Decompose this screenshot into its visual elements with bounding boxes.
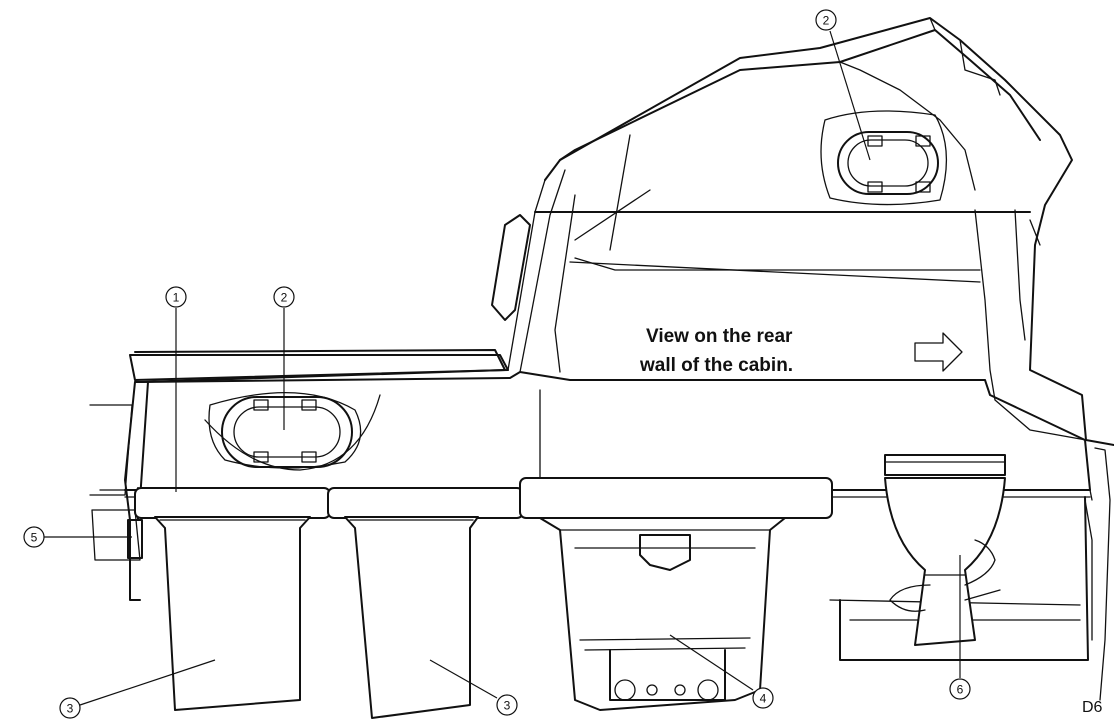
pocket-left — [154, 516, 311, 711]
svg-text:3: 3 — [504, 699, 511, 713]
callout-2-upper: 2 — [815, 9, 837, 31]
caption-line-2: wall of the cabin. — [639, 355, 793, 376]
callout-2-lower: 2 — [273, 286, 295, 308]
lower-grab-handle — [204, 391, 381, 471]
svg-text:5: 5 — [31, 531, 38, 545]
callout-3-left: 3 — [59, 697, 81, 719]
svg-text:2: 2 — [823, 14, 830, 28]
upper-grab-handle — [820, 110, 948, 206]
svg-text:2: 2 — [281, 291, 288, 305]
svg-text:4: 4 — [760, 692, 767, 706]
svg-text:3: 3 — [67, 702, 74, 716]
callout-5: 5 — [23, 526, 45, 548]
portable-toilet — [884, 454, 1006, 646]
caption-line-1: View on the rear — [646, 326, 793, 347]
right-arrow-outline-icon — [914, 332, 963, 372]
coupling-unit — [539, 517, 786, 711]
svg-text:1: 1 — [173, 291, 180, 305]
callout-6: 6 — [949, 678, 971, 700]
pocket-middle — [344, 516, 479, 719]
callout-1: 1 — [165, 286, 187, 308]
figure-code: D6 — [1082, 699, 1103, 716]
callout-4: 4 — [752, 687, 774, 709]
bottom-rail — [134, 477, 833, 521]
svg-text:6: 6 — [957, 683, 964, 697]
leader-lines — [44, 30, 961, 706]
cabin-upper-body — [491, 17, 1114, 446]
callout-3-middle: 3 — [496, 694, 518, 716]
